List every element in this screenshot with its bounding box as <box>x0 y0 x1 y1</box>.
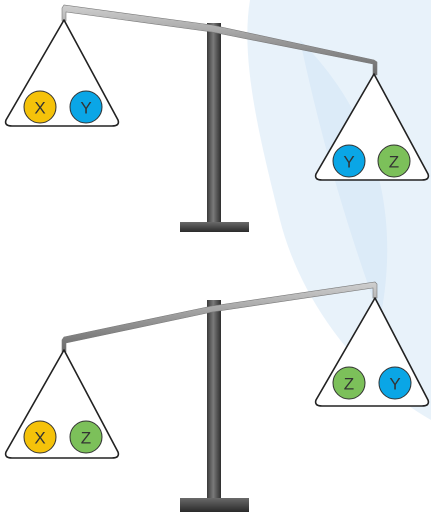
scale-1-left-ball-2-label: Y <box>80 99 91 118</box>
scale-2-post <box>207 300 221 500</box>
scale-2-left-ball-1-label: X <box>34 429 45 448</box>
scale-2-left-ball-2-label: Z <box>81 429 91 448</box>
scale-2-base <box>180 498 249 512</box>
scale-2-right-ball-1-label: Z <box>344 375 354 394</box>
scale-1-post <box>207 23 221 223</box>
scale-2: X Z Z Y <box>6 282 429 512</box>
scale-1-base <box>180 222 249 232</box>
scale-1-right-ball-1-label: Y <box>343 153 354 172</box>
scale-1-left-pan: X Y <box>6 20 119 126</box>
scale-2-right-ball-2-label: Y <box>389 375 400 394</box>
scale-1-left-ball-1-label: X <box>34 99 45 118</box>
scale-2-left-pan: X Z <box>6 350 119 458</box>
scale-1-right-ball-2-label: Z <box>389 153 399 172</box>
